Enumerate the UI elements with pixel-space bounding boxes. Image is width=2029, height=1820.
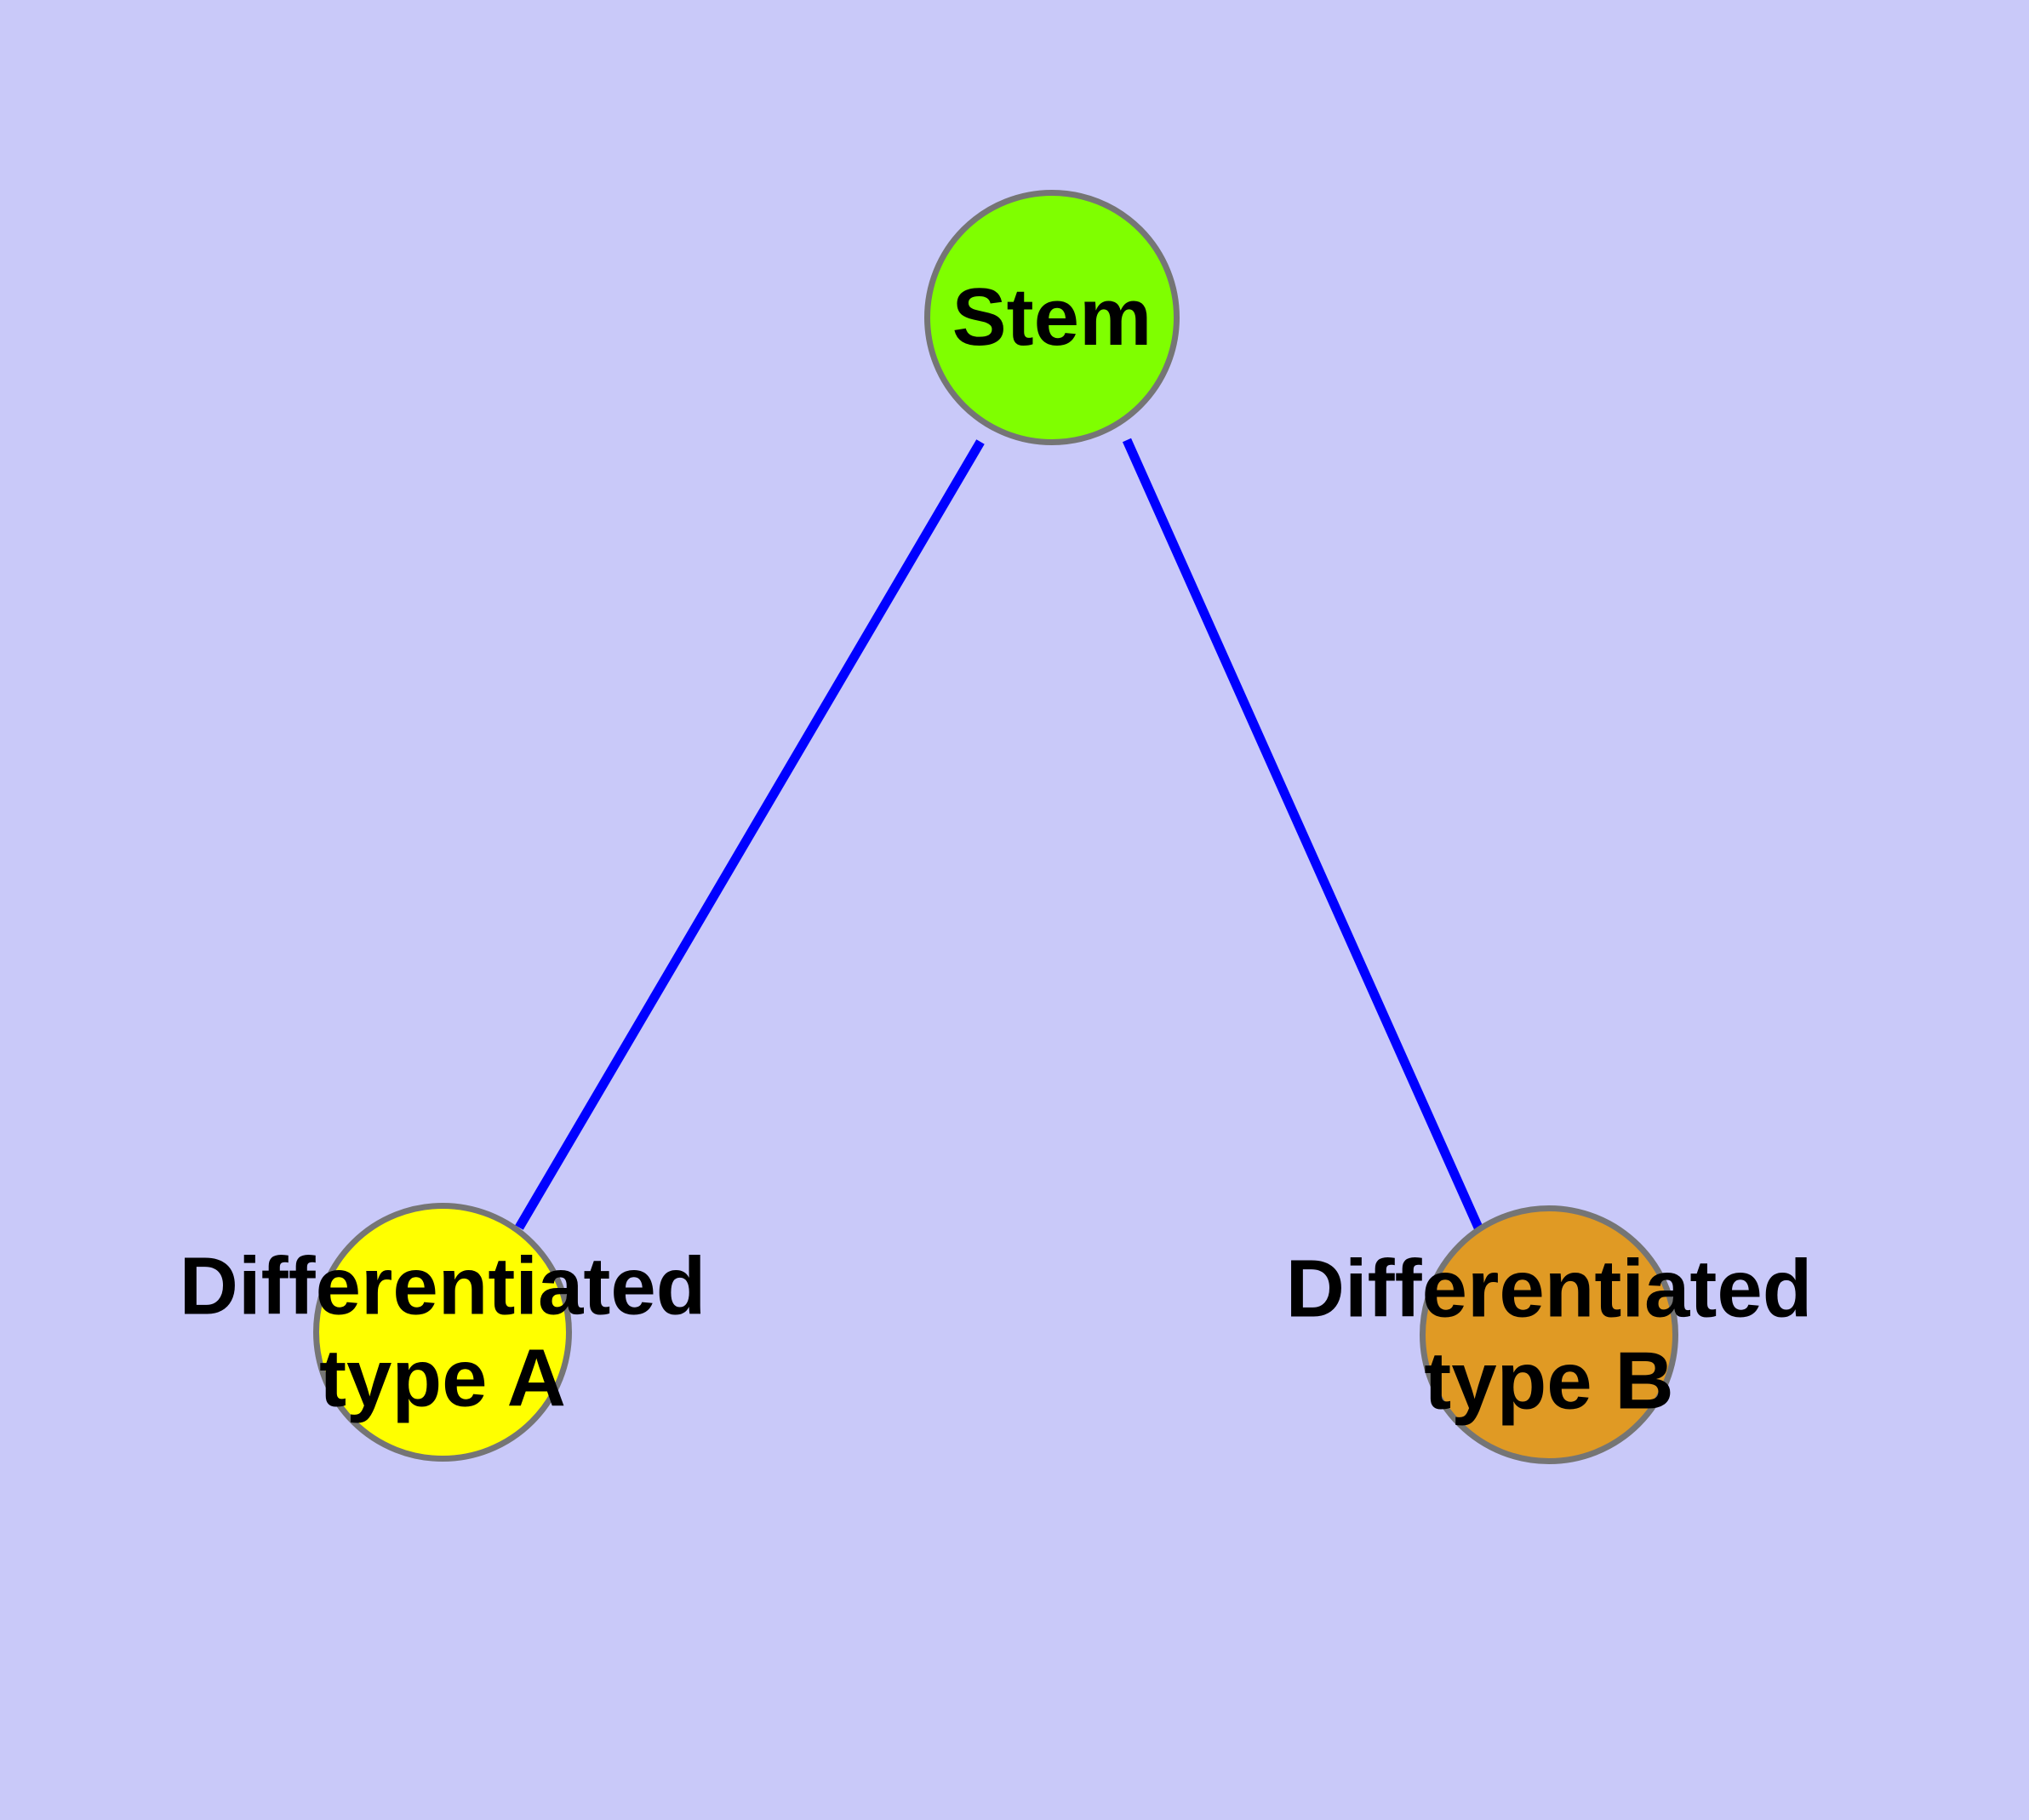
edge-layer xyxy=(515,438,1483,1230)
node-differentiated-type-b[interactable] xyxy=(1420,1205,1678,1464)
node-stem[interactable] xyxy=(924,190,1180,445)
edge-stem-to-differentiated-type-a[interactable] xyxy=(515,439,985,1230)
node-layer xyxy=(313,190,1678,1464)
edge-stem-to-differentiated-type-b[interactable] xyxy=(1122,438,1483,1230)
node-differentiated-type-a[interactable] xyxy=(313,1203,572,1462)
